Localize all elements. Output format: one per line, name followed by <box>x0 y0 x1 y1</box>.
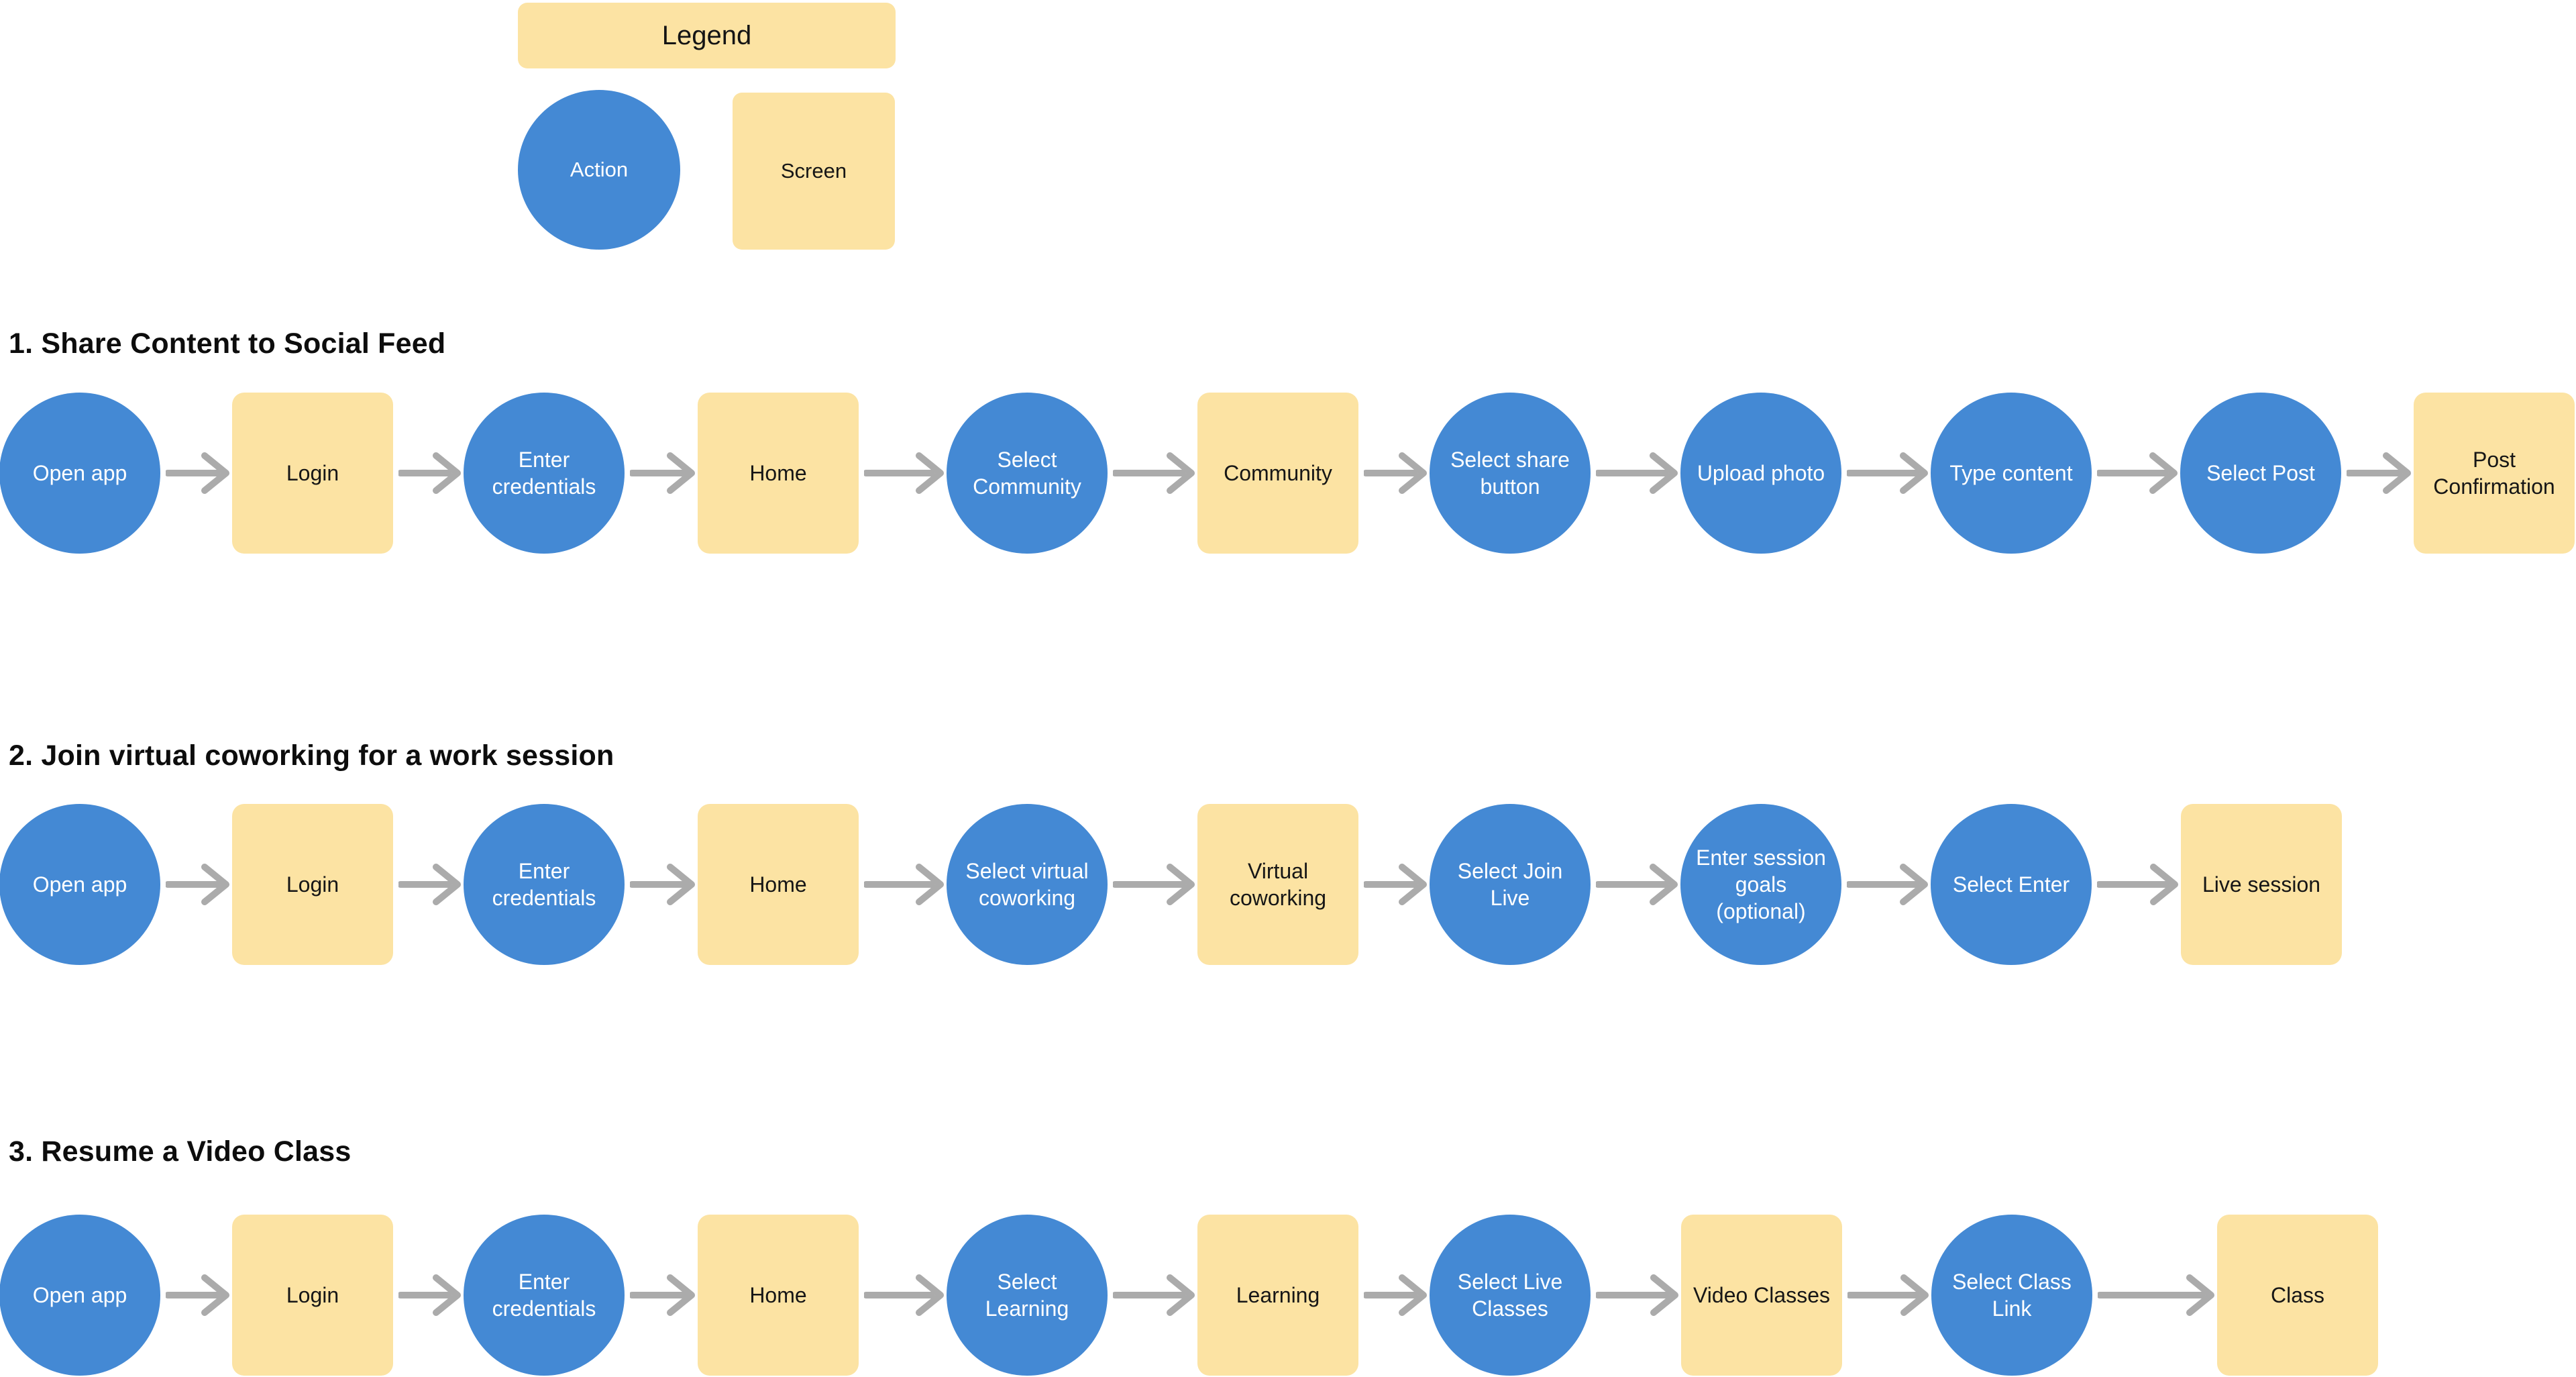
arrow-icon <box>1596 452 1678 494</box>
arrow-icon <box>630 452 695 494</box>
node-label: Select Enter <box>1952 872 2070 897</box>
action-node-enter-credentials: Enter credentials <box>464 393 625 554</box>
screen-node-login: Login <box>232 393 393 554</box>
action-node-select-class-link: Select Class Link <box>1931 1215 2092 1376</box>
screen-node-class: Class <box>2217 1215 2378 1376</box>
arrow-icon <box>166 864 229 905</box>
node-label: Virtual coworking <box>1229 859 1327 910</box>
node-label: Login <box>286 1283 339 1307</box>
node-label: Enter credentials <box>492 1270 596 1321</box>
arrow-icon <box>630 1274 695 1316</box>
action-node-type-content: Type content <box>1931 393 2092 554</box>
screen-node-video-classes: Video Classes <box>1681 1215 1842 1376</box>
action-node-select-enter: Select Enter <box>1931 804 2092 965</box>
arrow-icon <box>1364 452 1427 494</box>
node-label: Select Live Classes <box>1457 1270 1563 1321</box>
action-node-upload-photo: Upload photo <box>1680 393 1841 554</box>
flow-2-title: 2. Join virtual coworking for a work ses… <box>9 739 614 772</box>
node-label: Video Classes <box>1693 1283 1830 1307</box>
arrow-icon <box>398 452 461 494</box>
node-label: Login <box>286 872 339 897</box>
node-label: Live session <box>2202 872 2321 897</box>
arrow-icon <box>398 864 461 905</box>
node-label: Select virtual coworking <box>965 859 1089 910</box>
arrow-icon <box>1847 452 1928 494</box>
action-node-open-app: Open app <box>0 393 160 554</box>
node-label: Home <box>749 461 807 485</box>
node-label: Open app <box>32 461 127 485</box>
arrow-icon <box>1847 864 1928 905</box>
screen-node-home: Home <box>698 393 859 554</box>
arrow-icon <box>166 1274 229 1316</box>
arrow-icon <box>864 452 944 494</box>
node-label: Enter credentials <box>492 448 596 499</box>
node-label: Type content <box>1949 461 2073 485</box>
arrow-icon <box>630 864 695 905</box>
screen-node-community: Community <box>1197 393 1358 554</box>
legend-title: Legend <box>518 3 896 68</box>
node-label: Login <box>286 461 339 485</box>
legend-action-label: Action <box>570 158 629 181</box>
legend-action-shape: Action <box>518 90 680 250</box>
node-label: Upload photo <box>1697 461 1825 485</box>
node-label: Home <box>749 1283 807 1307</box>
screen-node-home: Home <box>698 1215 859 1376</box>
screen-node-virtual-coworking: Virtual coworking <box>1197 804 1358 965</box>
flow-1-title: 1. Share Content to Social Feed <box>9 327 446 360</box>
node-label: Select Learning <box>985 1270 1069 1321</box>
node-label: Enter credentials <box>492 859 596 910</box>
arrow-icon <box>2097 864 2178 905</box>
node-label: Select Post <box>2206 461 2315 485</box>
action-node-enter-credentials: Enter credentials <box>464 804 625 965</box>
screen-node-learning: Learning <box>1197 1215 1358 1376</box>
arrow-icon <box>398 1274 461 1316</box>
arrow-icon <box>1113 1274 1195 1316</box>
action-node-select-live-classes: Select Live Classes <box>1430 1215 1591 1376</box>
arrow-icon <box>1113 864 1195 905</box>
node-label: Community <box>1224 461 1332 485</box>
screen-node-login: Login <box>232 804 393 965</box>
action-node-select-virtual-coworking: Select virtual coworking <box>947 804 1108 965</box>
arrow-icon <box>864 864 944 905</box>
arrow-icon <box>1364 1274 1427 1316</box>
node-label: Class <box>2270 1283 2324 1307</box>
arrow-icon <box>1113 452 1195 494</box>
legend-screen-label: Screen <box>780 159 847 183</box>
arrow-icon <box>1596 1274 1678 1316</box>
arrow-icon <box>2097 452 2178 494</box>
flow-3-title: 3. Resume a Video Class <box>9 1135 352 1168</box>
node-label: Learning <box>1236 1283 1320 1307</box>
node-label: Open app <box>32 1283 127 1307</box>
action-node-enter-credentials: Enter credentials <box>464 1215 625 1376</box>
screen-node-post-confirmation: Post Confirmation <box>2414 393 2575 554</box>
action-node-select-join-live: Select Join Live <box>1430 804 1591 965</box>
arrow-icon <box>864 1274 944 1316</box>
screen-node-login: Login <box>232 1215 393 1376</box>
legend-title-label: Legend <box>661 20 752 50</box>
node-label: Post Confirmation <box>2433 448 2555 499</box>
node-label: Select Community <box>973 448 1081 499</box>
screen-node-home: Home <box>698 804 859 965</box>
action-node-select-learning: Select Learning <box>947 1215 1108 1376</box>
node-label: Home <box>749 872 807 897</box>
legend-screen-shape: Screen <box>733 93 895 250</box>
node-label: Open app <box>32 872 127 897</box>
action-node-select-community: Select Community <box>947 393 1108 554</box>
node-label: Enter session goals (optional) <box>1696 846 1826 923</box>
action-node-enter-session-goals-optional: Enter session goals (optional) <box>1680 804 1841 965</box>
screen-node-live-session: Live session <box>2181 804 2342 965</box>
action-node-open-app: Open app <box>0 804 160 965</box>
arrow-icon <box>2347 452 2411 494</box>
arrow-icon <box>1596 864 1678 905</box>
arrow-icon <box>2098 1274 2214 1316</box>
action-node-select-post: Select Post <box>2180 393 2341 554</box>
action-node-select-share-button: Select share button <box>1430 393 1591 554</box>
arrow-icon <box>1364 864 1427 905</box>
node-label: Select Class Link <box>1952 1270 2072 1321</box>
arrow-icon <box>166 452 229 494</box>
node-label: Select Join Live <box>1457 859 1563 910</box>
action-node-open-app: Open app <box>0 1215 160 1376</box>
arrow-icon <box>1847 1274 1929 1316</box>
node-label: Select share button <box>1450 448 1570 499</box>
